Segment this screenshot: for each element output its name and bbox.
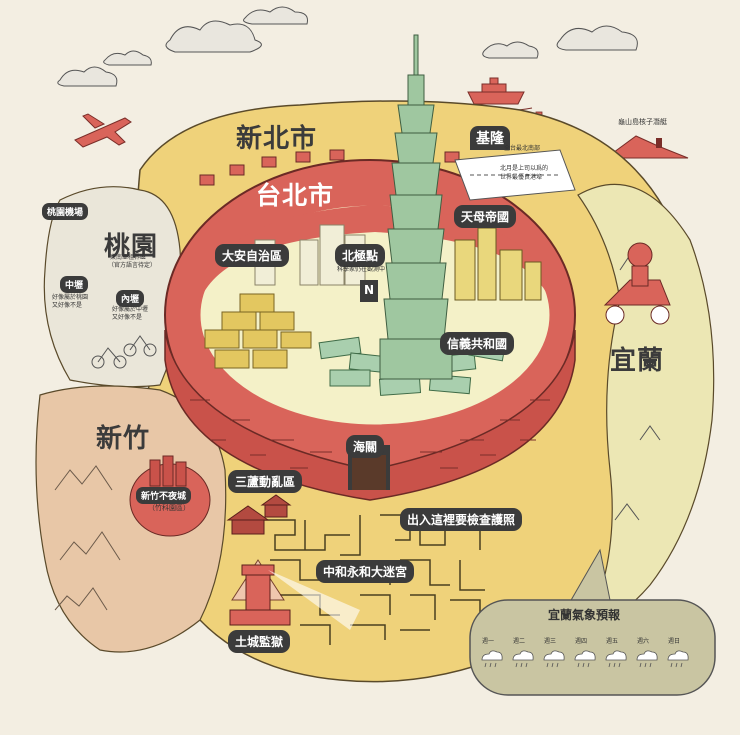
neili-label: 內壢: [116, 290, 145, 307]
daan-label: 大安自治區: [215, 244, 290, 267]
zhonghe-yonghe-label: 中和永和大迷宮: [316, 560, 415, 583]
taoyuan-region: [43, 186, 182, 388]
tucheng-label: 土城監獄: [228, 630, 291, 653]
inner-wall-back: [200, 205, 550, 300]
zhongli-note-1: 好像屬於桃園: [52, 294, 89, 301]
rain-cloud-icon: [667, 650, 689, 668]
science-park-label: （竹科園區）: [148, 504, 190, 512]
prison-tower-icon: [229, 559, 291, 626]
weather-day-label: 週六: [637, 638, 650, 645]
weather-day-label: 週四: [575, 638, 588, 645]
taoyuan-note-1: 東南亞租界區: [110, 254, 147, 261]
north-marker: N: [364, 283, 375, 297]
wall-bricks: [190, 399, 550, 469]
zhongli-note-2: 又好像不是: [52, 302, 83, 309]
keelung-note-2: 北月是上司以爲的: [500, 165, 549, 172]
airplane-icon: [74, 113, 132, 148]
keelung-note: 全台最北南部: [504, 145, 541, 152]
keelung-note-3: 世界最優良港埠: [500, 174, 543, 181]
taoyuan-airport-label: 桃園機場: [42, 203, 89, 220]
xinyi-label: 信義共和國: [440, 332, 515, 355]
taipei-wall-face: [164, 329, 576, 501]
hsinchu-label: 新竹: [96, 424, 151, 454]
taoyuan-note-2: （官方語言待定）: [108, 262, 157, 269]
keelung-label: 基隆: [470, 126, 510, 150]
searchlight-beam: [268, 570, 360, 630]
gold-bars-icon: [204, 293, 312, 369]
taipei-101-icon: [379, 34, 453, 380]
guishan-label: 龜山島核子潛艇: [618, 118, 667, 126]
rain-cloud-icon: [512, 650, 534, 668]
zhongli-label: 中壢: [60, 276, 89, 293]
new-taipei-label: 新北市: [236, 124, 318, 154]
hsinchu-region: [35, 385, 227, 653]
neili-note-1: 好像屬於中壢: [112, 306, 149, 313]
hsinchu-city-label: 新竹不夜城: [136, 487, 192, 504]
rain-cloud-icon: [481, 650, 503, 668]
north-pole-note: 科學家仍在觀測中: [337, 266, 386, 273]
weather-title: 宜蘭氣象預報: [548, 608, 621, 622]
rain-cloud-icon: [574, 650, 596, 668]
weather-day-label: 週二: [513, 638, 526, 645]
sanlu-label: 三蘆動亂區: [228, 470, 303, 493]
north-pole-label: 北極點: [335, 244, 386, 267]
sanlu-house-icon: [226, 494, 292, 535]
guishan-island-icon: [604, 135, 689, 159]
tianmu-label: 天母帝國: [454, 205, 517, 228]
cloud-icon: [57, 6, 638, 87]
rain-cloud-icon: [543, 650, 565, 668]
tianmu-buildings-icon: [454, 227, 542, 301]
rain-cloud-icon: [605, 650, 627, 668]
taipei-label: 台北市: [256, 181, 335, 210]
mountain-range-icon: [54, 465, 121, 611]
weather-box: [469, 548, 716, 696]
rain-cloud-icon: [636, 650, 658, 668]
weather-day-label: 週三: [544, 638, 557, 645]
north-pole-marker-icon: [360, 280, 378, 302]
keelung-road-icon: [454, 149, 576, 201]
weather-day-label: 週五: [606, 638, 619, 645]
passport-label: 出入這裡要檢查護照: [400, 508, 523, 531]
yilan-scooter-rider-icon: [603, 242, 671, 325]
weather-day-label: 週日: [668, 638, 681, 645]
yilan-label: 宜蘭: [610, 346, 665, 376]
customs-label: 海關: [346, 435, 385, 458]
scooter-icon: [91, 335, 157, 369]
weather-day-label: 週一: [482, 638, 495, 645]
neili-note-2: 又好像不是: [112, 314, 143, 321]
taoyuan-label: 桃園: [104, 232, 159, 262]
